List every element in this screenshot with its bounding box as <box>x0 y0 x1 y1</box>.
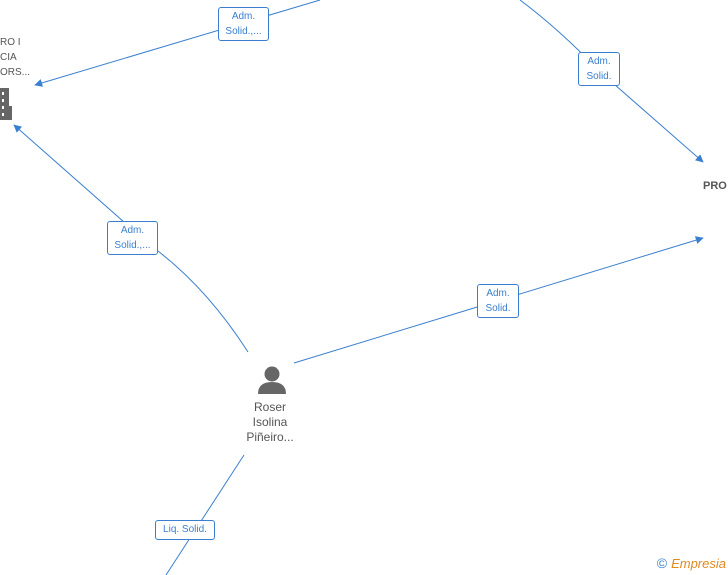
copyright-icon: © <box>656 555 668 571</box>
edge-line-top-to-left <box>34 0 321 87</box>
company-right-label[interactable]: PRO <box>703 180 727 192</box>
edge-label-liq-solid[interactable]: Liq. Solid. <box>155 520 215 540</box>
edge-line-person-down <box>165 454 245 575</box>
brand-watermark: © Empresia <box>657 555 726 571</box>
building-icon <box>0 88 12 120</box>
brand-name: Empresia <box>671 555 726 571</box>
person-name-label[interactable]: Roser Isolina Piñeiro... <box>246 400 294 444</box>
person-icon[interactable] <box>258 366 286 395</box>
edge-label-adm-solid-top-left[interactable]: Adm. Solid.,... <box>218 7 269 41</box>
company-left-label[interactable]: RO I CIA ORS... <box>0 37 31 78</box>
edge-label-adm-solid-left[interactable]: Adm. Solid.,... <box>107 221 158 255</box>
edge-label-adm-solid-right[interactable]: Adm. Solid. <box>477 284 519 318</box>
edge-label-adm-solid-top-right[interactable]: Adm. Solid. <box>578 52 620 86</box>
